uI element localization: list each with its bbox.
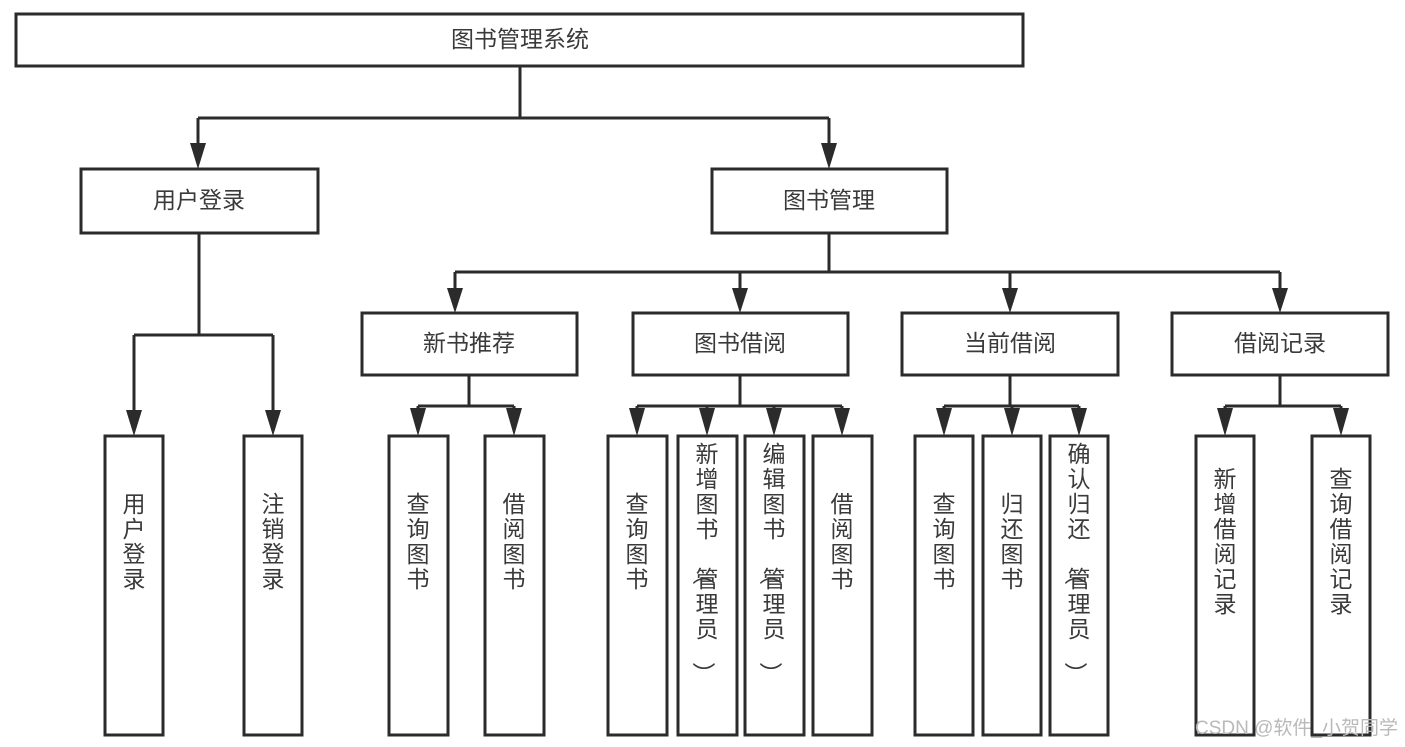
node-leaf-user-login-label: 用户登录 (123, 491, 146, 592)
node-leaf-query-book-1-box[interactable] (387, 434, 450, 737)
node-leaf-confirm-return-box[interactable] (1048, 434, 1110, 737)
arrow-to-current-borrow (1002, 288, 1018, 313)
node-leaf-add-book-label: 新增图书（管理员） (691, 441, 719, 685)
node-leaf-query-record[interactable]: 查询借阅记录 (1310, 434, 1372, 737)
node-leaf-add-record-box[interactable] (1194, 434, 1256, 737)
node-book-manage-box[interactable] (710, 167, 949, 235)
node-leaf-return-book-label: 归还图书 (1001, 491, 1024, 592)
node-leaf-user-logout-box[interactable] (242, 434, 304, 737)
node-book-borrow[interactable]: 图书借阅 (631, 311, 850, 377)
node-book-manage-label: 图书管理 (783, 187, 875, 213)
arrow-to-leaf-add-book (699, 408, 715, 436)
node-leaf-edit-book-box[interactable] (743, 434, 806, 737)
node-leaf-query-record-box[interactable] (1310, 434, 1372, 737)
node-leaf-query-book-2-box[interactable] (606, 434, 669, 737)
arrow-to-leaf-return-book (1004, 408, 1020, 436)
arrow-to-leaf-user-logout (265, 410, 281, 436)
node-user-login[interactable]: 用户登录 (79, 167, 320, 235)
node-book-borrow-box[interactable] (631, 311, 850, 377)
arrow-to-new-book-rec (447, 288, 463, 313)
node-leaf-query-book-3-label: 查询图书 (933, 491, 956, 592)
node-borrow-record-box[interactable] (1170, 311, 1390, 377)
node-current-borrow-label: 当前借阅 (964, 330, 1056, 356)
connector-layer (126, 66, 1349, 436)
node-leaf-add-book[interactable]: 新增图书（管理员） (676, 434, 739, 737)
node-new-book-rec-label: 新书推荐 (423, 330, 515, 356)
node-leaf-user-login-box[interactable] (103, 434, 165, 737)
node-leaf-borrow-book-1-box[interactable] (483, 434, 546, 737)
node-leaf-confirm-return[interactable]: 确认归还（管理员） (1048, 434, 1110, 737)
node-leaf-borrow-book-2[interactable]: 借阅图书 (811, 434, 874, 737)
node-current-borrow-box[interactable] (900, 311, 1120, 377)
arrow-to-leaf-borrow-book-2 (834, 408, 850, 436)
arrow-to-leaf-confirm-return (1071, 408, 1087, 436)
node-book-borrow-label: 图书借阅 (694, 330, 786, 356)
arrow-to-borrow-record (1272, 288, 1288, 313)
csdn-watermark: CSDN @软件_小贺同学 (1195, 717, 1398, 739)
node-root[interactable]: 图书管理系统 (14, 12, 1025, 68)
node-user-login-box[interactable] (79, 167, 320, 235)
node-leaf-query-book-3[interactable]: 查询图书 (913, 434, 975, 737)
arrow-to-leaf-borrow-book-1 (506, 408, 522, 436)
node-leaf-query-record-label: 查询借阅记录 (1330, 466, 1353, 617)
node-leaf-query-book-2[interactable]: 查询图书 (606, 434, 669, 737)
arrow-to-leaf-user-login (126, 410, 142, 436)
node-leaf-edit-book[interactable]: 编辑图书（管理员） (743, 434, 806, 737)
node-leaf-borrow-book-1-label: 借阅图书 (503, 491, 526, 592)
node-book-manage[interactable]: 图书管理 (710, 167, 949, 235)
node-leaf-borrow-book-2-box[interactable] (811, 434, 874, 737)
node-leaf-return-book[interactable]: 归还图书 (981, 434, 1043, 737)
arrow-to-book-manage (821, 143, 837, 169)
node-user-login-label: 用户登录 (153, 187, 245, 213)
node-new-book-rec-box[interactable] (360, 311, 579, 377)
arrow-to-leaf-edit-book (766, 408, 782, 436)
node-leaf-query-book-2-label: 查询图书 (626, 491, 649, 592)
arrow-to-book-borrow (732, 288, 748, 313)
node-leaf-borrow-book-2-label: 借阅图书 (831, 491, 854, 592)
node-borrow-record-label: 借阅记录 (1234, 330, 1326, 356)
node-leaf-add-record[interactable]: 新增借阅记录 (1194, 434, 1256, 737)
node-leaf-query-book-1[interactable]: 查询图书 (387, 434, 450, 737)
node-current-borrow[interactable]: 当前借阅 (900, 311, 1120, 377)
node-borrow-record[interactable]: 借阅记录 (1170, 311, 1390, 377)
node-leaf-return-book-box[interactable] (981, 434, 1043, 737)
node-new-book-rec[interactable]: 新书推荐 (360, 311, 579, 377)
node-leaf-add-book-box[interactable] (676, 434, 739, 737)
node-leaf-edit-book-label: 编辑图书（管理员） (758, 441, 786, 685)
node-leaf-confirm-return-label: 确认归还（管理员） (1063, 441, 1091, 685)
arrow-to-leaf-query-book-1 (410, 408, 426, 436)
arrow-to-leaf-query-record (1333, 408, 1349, 436)
arrow-to-user-login (190, 143, 206, 169)
arrow-to-leaf-query-book-2 (629, 408, 645, 436)
node-leaf-borrow-book-1[interactable]: 借阅图书 (483, 434, 546, 737)
arrow-to-leaf-add-record (1217, 408, 1233, 436)
node-leaf-add-record-label: 新增借阅记录 (1214, 466, 1237, 617)
node-leaf-user-logout[interactable]: 注销登录 (242, 434, 304, 737)
node-leaf-user-logout-label: 注销登录 (262, 491, 285, 592)
node-leaf-user-login[interactable]: 用户登录 (103, 434, 165, 737)
node-leaf-query-book-3-box[interactable] (913, 434, 975, 737)
node-root-label: 图书管理系统 (451, 26, 589, 52)
node-root-box[interactable] (14, 12, 1025, 68)
arrow-to-leaf-query-book-3 (936, 408, 952, 436)
node-leaf-query-book-1-label: 查询图书 (407, 491, 430, 592)
